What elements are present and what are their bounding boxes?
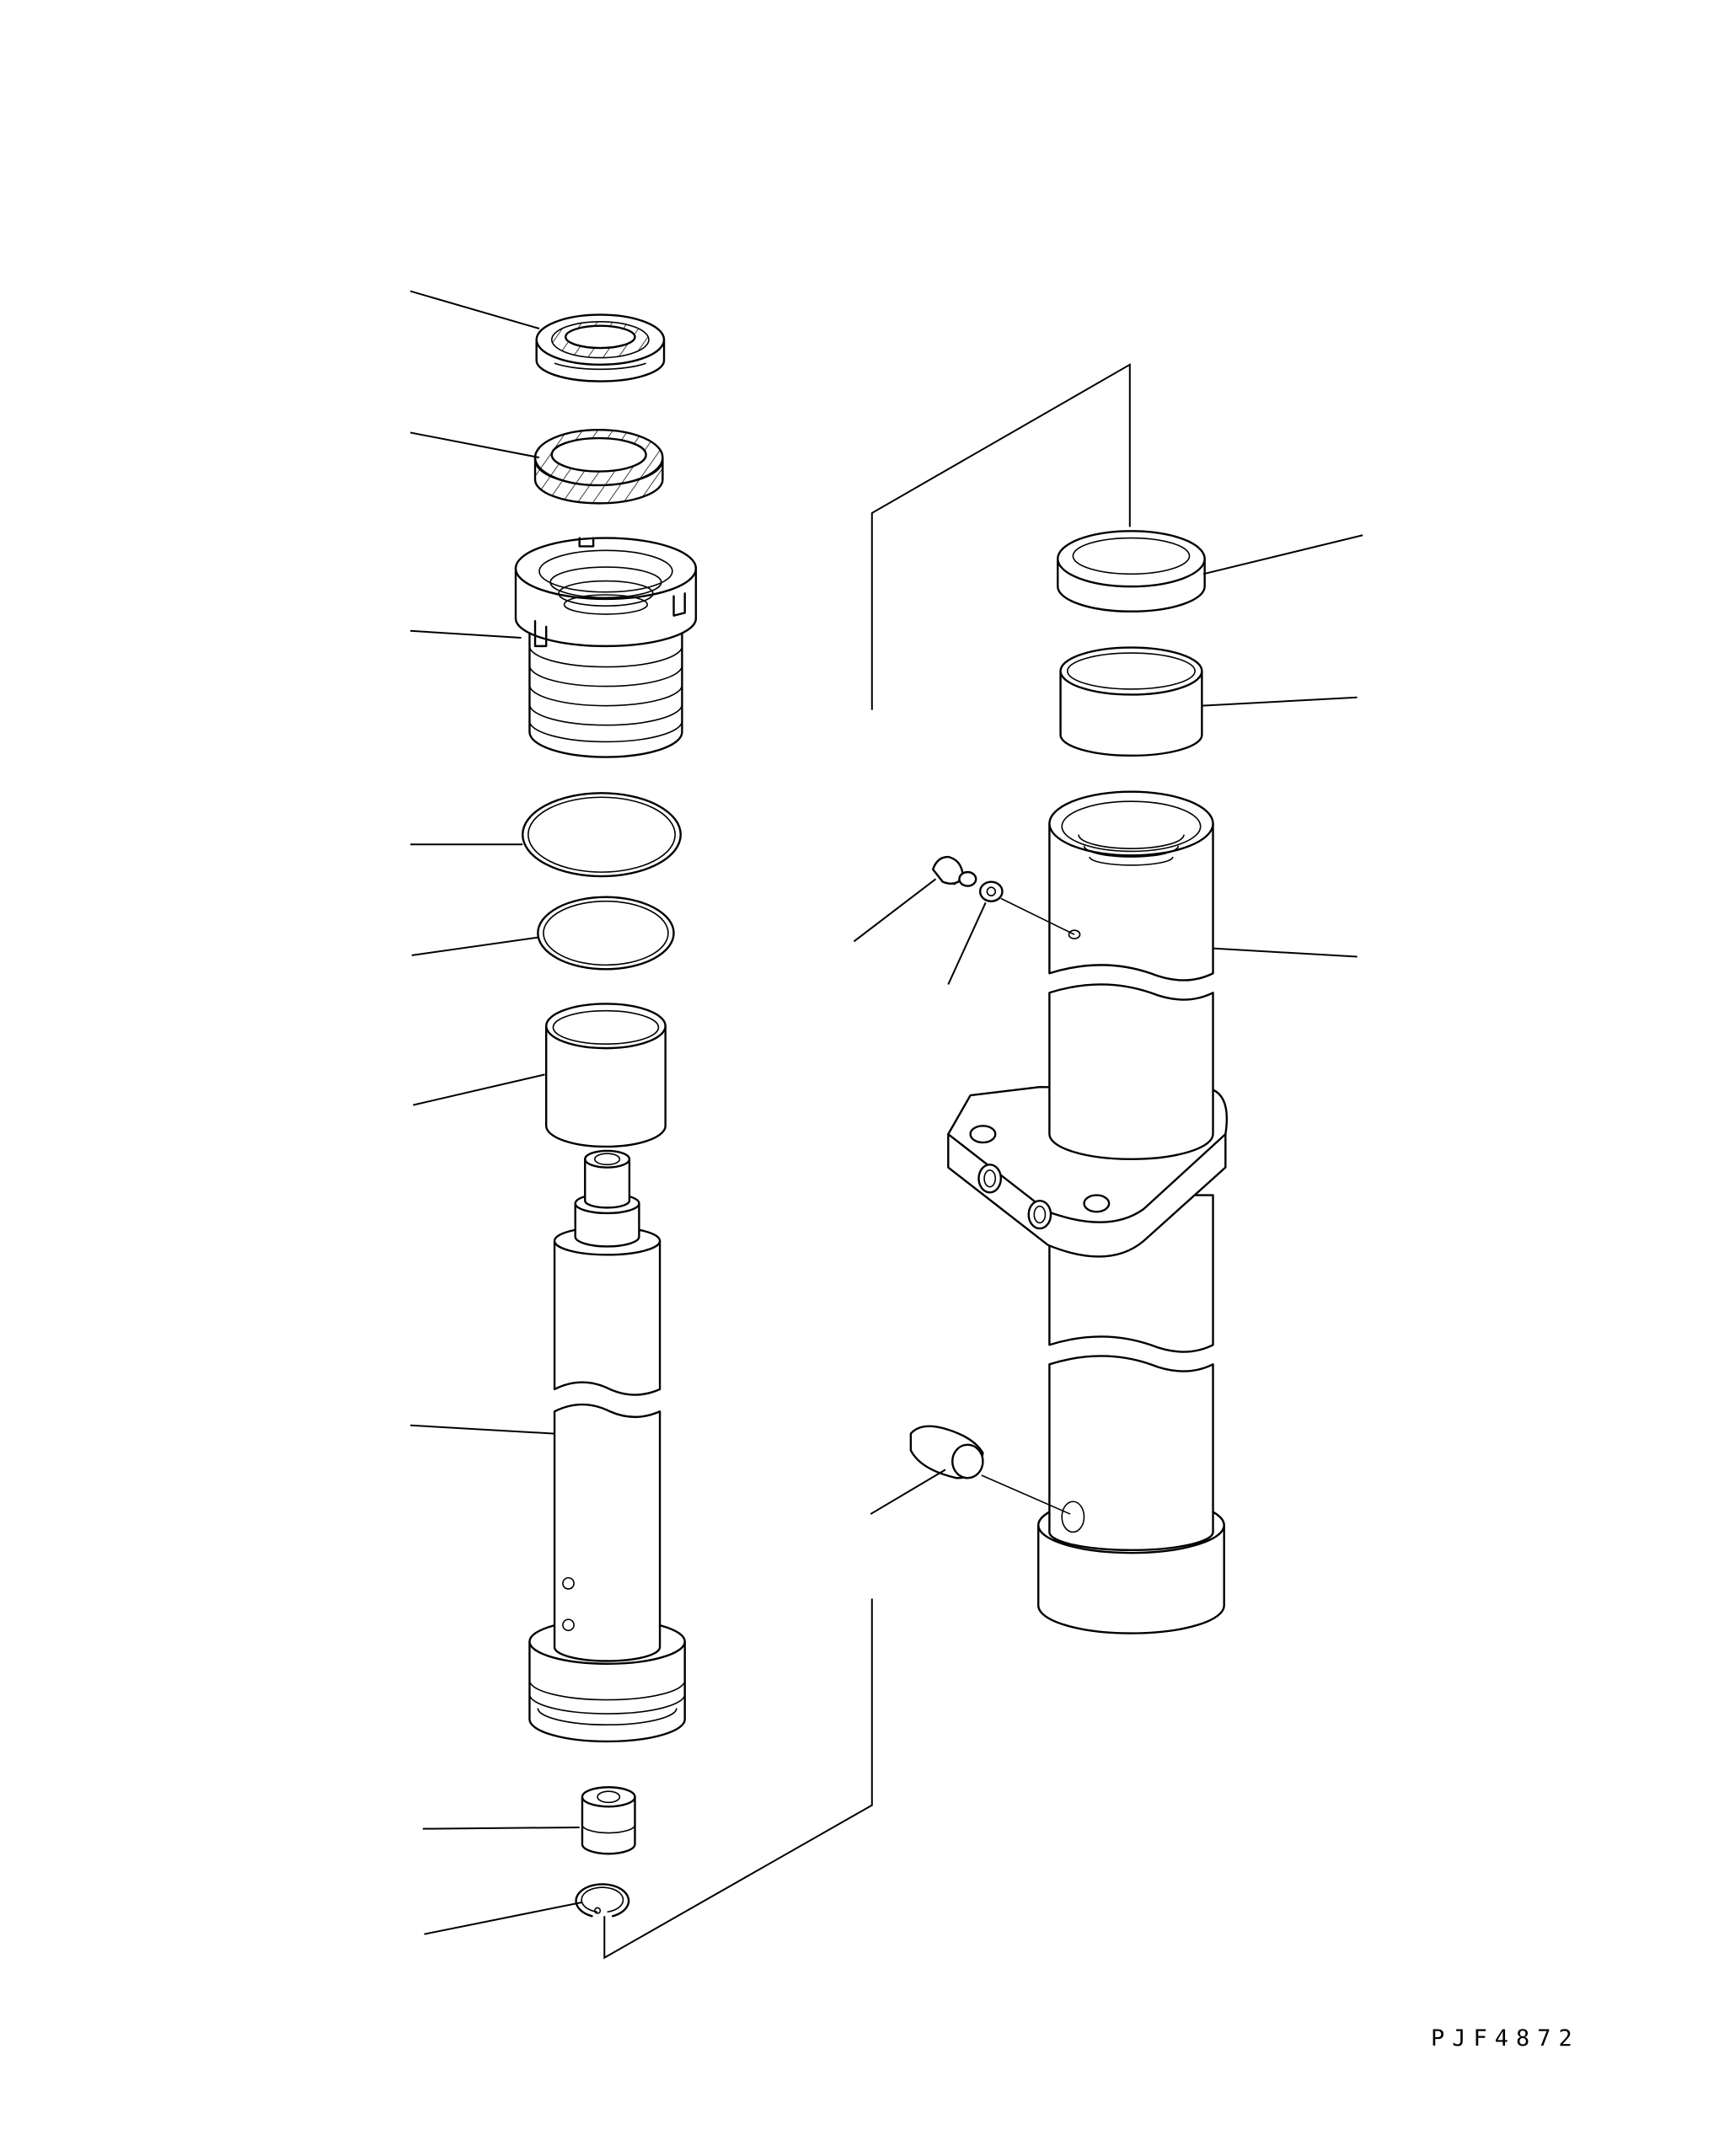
leader-line-plug [854,879,935,941]
cylinder-tube-part [948,792,1227,1634]
piston-rod-part [529,1151,684,1741]
leader-line-snap-ring [424,1902,582,1934]
rod-seal-part [535,430,662,503]
spacer-part [582,1787,635,1854]
backup-ring-part [538,897,673,970]
leader-line-cylinder-tube [1213,949,1358,957]
pin-part [911,1426,1084,1533]
leader-line-wear-ring [1203,535,1363,574]
dust-seal-part [537,315,664,382]
wear-ring-part [1058,531,1204,611]
leader-line-backup-ring [412,937,539,955]
snap-ring-part [576,1884,629,1916]
leader-line-pin [870,1469,945,1514]
leader-line-rod-seal [410,432,539,457]
drawing-code-label: PJF4872 [1431,2025,1580,2052]
sleeve-part [1061,648,1202,756]
leader-line-piston-rod [410,1426,554,1434]
cylinder-head-part [516,538,696,757]
assembly-group-bracket-lower [604,1598,872,1957]
leader-line-spacer [423,1827,580,1829]
o-ring-large-part [522,793,681,876]
plug-part [933,857,976,886]
leader-line-dust-seal [410,292,539,329]
leader-line-bushing [413,1074,544,1105]
bushing-part [546,1003,665,1147]
assembly-group-bracket [872,365,1130,710]
plug-o-ring-part [980,882,1074,935]
leader-line-plug-o-ring [948,902,985,984]
leader-line-cylinder-head [410,631,522,638]
leader-line-sleeve [1202,698,1357,706]
